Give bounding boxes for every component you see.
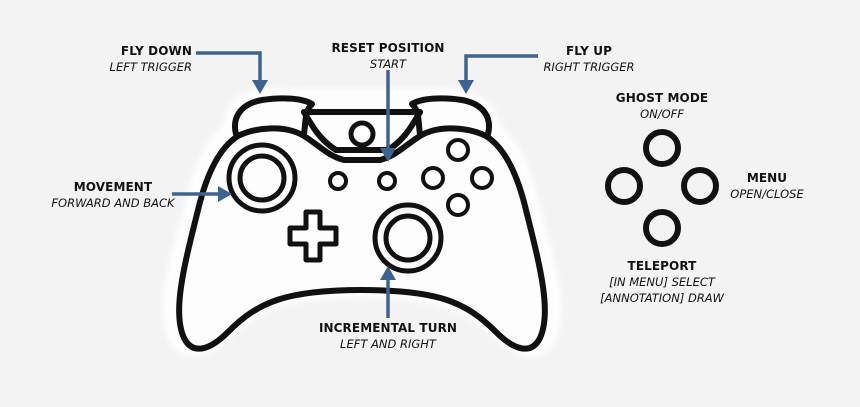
fly-up-subtitle: RIGHT TRIGGER (543, 60, 635, 74)
movement-title: MOVEMENT (73, 180, 153, 194)
teleport-subtitle-2: [ANNOTATION] DRAW (600, 291, 724, 305)
legend-right-button-icon (681, 167, 719, 205)
legend-top-button-icon (643, 129, 681, 167)
button-legend-diamond (605, 129, 719, 247)
arrow-icon (218, 186, 232, 202)
callout-arrows (172, 51, 538, 318)
fly-up-title: FLY UP (566, 44, 612, 58)
view-button-icon (328, 171, 348, 191)
teleport-title: TELEPORT (627, 259, 697, 273)
menu-label: MENU OPEN/CLOSE (722, 170, 812, 202)
face-button-bottom-icon (446, 193, 470, 217)
movement-subtitle: FORWARD AND BACK (51, 196, 175, 210)
reset-position-label: RESET POSITION START (318, 40, 458, 72)
left-analog-stick-icon (226, 142, 298, 214)
right-analog-stick-icon (372, 202, 444, 274)
guide-area (301, 109, 423, 153)
face-button-right-icon (470, 166, 494, 190)
ghost-mode-title: GHOST MODE (615, 91, 709, 105)
ghost-mode-label: GHOST MODE ON/OFF (606, 90, 718, 122)
fly-down-subtitle: LEFT TRIGGER (109, 60, 192, 74)
face-button-left-icon (421, 166, 445, 190)
legend-bottom-button-icon (643, 209, 681, 247)
incremental-turn-title: INCREMENTAL TURN (318, 321, 458, 335)
face-buttons (421, 138, 494, 217)
reset-position-title: RESET POSITION (331, 41, 445, 55)
menu-subtitle: OPEN/CLOSE (730, 187, 804, 201)
guide-button-icon (348, 120, 376, 148)
reset-position-subtitle: START (369, 57, 407, 71)
arrow-icon (380, 148, 396, 162)
fly-down-title: FLY DOWN (120, 44, 192, 58)
arrow-heads (218, 80, 474, 280)
teleport-subtitle-1: [IN MENU] SELECT (609, 275, 715, 289)
arrow-fly-down (196, 51, 262, 82)
movement-label: MOVEMENT FORWARD AND BACK (48, 179, 178, 211)
start-button-icon (377, 171, 397, 191)
teleport-label: TELEPORT [IN MENU] SELECT [ANNOTATION] D… (596, 258, 728, 306)
incremental-turn-subtitle: LEFT AND RIGHT (340, 337, 436, 351)
arrow-icon (458, 80, 474, 94)
face-button-top-icon (446, 138, 470, 162)
fly-down-label: FLY DOWN LEFT TRIGGER (60, 43, 192, 75)
legend-left-button-icon (605, 167, 643, 205)
menu-title: MENU (746, 171, 788, 185)
ghost-mode-subtitle: ON/OFF (640, 107, 684, 121)
incremental-turn-label: INCREMENTAL TURN LEFT AND RIGHT (316, 320, 460, 352)
fly-up-label: FLY UP RIGHT TRIGGER (536, 43, 642, 75)
dpad-icon (287, 209, 339, 263)
arrow-icon (380, 266, 396, 280)
arrow-icon (252, 80, 268, 94)
arrow-fly-up (464, 54, 538, 82)
